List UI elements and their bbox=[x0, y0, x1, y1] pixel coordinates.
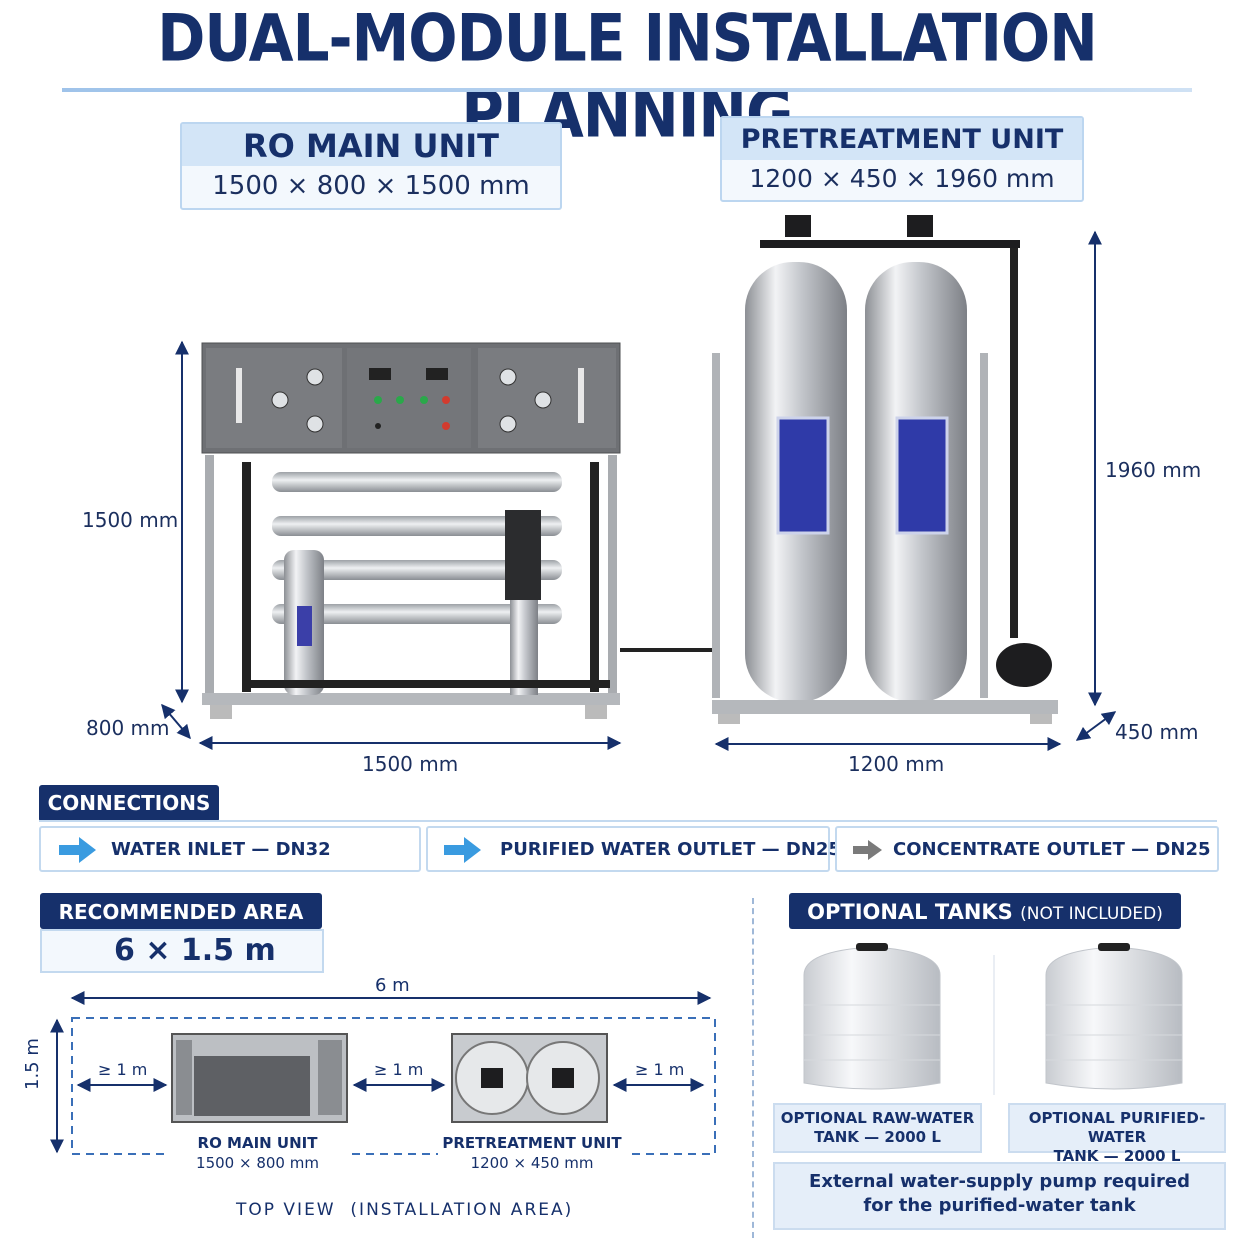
equipment-illustration bbox=[161, 215, 1117, 751]
top-view-ro-dims: 1500 × 800 mm bbox=[196, 1154, 319, 1172]
area-header: RECOMMENDED AREA bbox=[40, 893, 322, 929]
title-divider bbox=[62, 88, 1192, 92]
section-divider bbox=[752, 898, 754, 1238]
pre-depth-label: 450 mm bbox=[1115, 720, 1199, 744]
pretreatment-unit-drawing bbox=[712, 215, 1058, 724]
top-view-ro-name: RO MAIN UNIT bbox=[197, 1134, 318, 1152]
area-value: 6 × 1.5 m bbox=[114, 933, 276, 968]
pump-note: External water-supply pump required for … bbox=[773, 1162, 1226, 1230]
raw-water-tank-icon bbox=[803, 943, 941, 1090]
ro-depth-label: 800 mm bbox=[86, 716, 170, 740]
ro-unit-drawing bbox=[201, 342, 712, 719]
pur-tank-line1: OPTIONAL PURIFIED-WATER bbox=[1028, 1109, 1206, 1146]
connections-header: CONNECTIONS bbox=[39, 785, 219, 822]
area-header-text: RECOMMENDED AREA bbox=[58, 900, 304, 924]
area-value-box: 6 × 1.5 m bbox=[40, 929, 324, 973]
pre-width-label: 1200 mm bbox=[848, 752, 945, 776]
clearance-right: ≥ 1 m bbox=[635, 1060, 685, 1079]
ro-unit-dims: 1500 × 800 × 1500 mm bbox=[212, 171, 530, 201]
outlet-arrow-icon bbox=[444, 837, 481, 863]
raw-water-tank-label: OPTIONAL RAW-WATER TANK — 2000 L bbox=[773, 1103, 982, 1153]
connection-label: CONCENTRATE OUTLET — DN25 bbox=[893, 839, 1211, 860]
top-view-caption: TOP VIEW (INSTALLATION AREA) bbox=[236, 1200, 574, 1220]
ro-unit-name: RO MAIN UNIT bbox=[182, 124, 560, 166]
tanks-header-text: OPTIONAL TANKS bbox=[807, 900, 1013, 924]
pre-unit-name: PRETREATMENT UNIT bbox=[722, 118, 1082, 160]
concentrate-arrow-icon bbox=[853, 840, 882, 860]
top-view-pre-dims: 1200 × 450 mm bbox=[470, 1154, 594, 1172]
top-view-width: 1.5 m bbox=[22, 1038, 43, 1090]
top-view-pre-label: PRETREATMENT UNIT 1200 × 450 mm bbox=[438, 1134, 626, 1172]
connection-purified-outlet: PURIFIED WATER OUTLET — DN25 bbox=[426, 826, 841, 872]
inlet-arrow-icon bbox=[59, 837, 96, 863]
pump-note-line2: for the purified-water tank bbox=[863, 1195, 1136, 1216]
tanks-header-note: (NOT INCLUDED) bbox=[1020, 904, 1163, 924]
connections-rule bbox=[39, 820, 1217, 822]
raw-tank-line1: OPTIONAL RAW-WATER bbox=[780, 1109, 975, 1127]
pre-unit-label: PRETREATMENT UNIT 1200 × 450 × 1960 mm bbox=[720, 116, 1084, 202]
connections-header-text: CONNECTIONS bbox=[47, 791, 211, 815]
tank-illustrations bbox=[803, 943, 1183, 1095]
top-view-ro-label: RO MAIN UNIT 1500 × 800 mm bbox=[165, 1134, 350, 1172]
clearance-middle: ≥ 1 m bbox=[374, 1060, 424, 1079]
connection-water-inlet: WATER INLET — DN32 bbox=[39, 826, 421, 872]
pre-unit-dims: 1200 × 450 × 1960 mm bbox=[749, 164, 1055, 193]
ro-width-label: 1500 mm bbox=[362, 752, 459, 776]
pur-tank-line2: TANK — 2000 L bbox=[1053, 1147, 1181, 1165]
tanks-header: OPTIONAL TANKS (NOT INCLUDED) bbox=[789, 893, 1181, 929]
raw-tank-line2: TANK — 2000 L bbox=[814, 1128, 941, 1146]
connection-label: PURIFIED WATER OUTLET — DN25 bbox=[500, 839, 841, 860]
connection-concentrate-outlet: CONCENTRATE OUTLET — DN25 bbox=[835, 826, 1219, 872]
top-view-diagram bbox=[50, 991, 716, 1155]
clearance-left: ≥ 1 m bbox=[98, 1060, 148, 1079]
ro-unit-label: RO MAIN UNIT 1500 × 800 × 1500 mm bbox=[180, 122, 562, 210]
connection-label: WATER INLET — DN32 bbox=[111, 839, 331, 860]
top-view-length: 6 m bbox=[375, 975, 410, 996]
pump-note-line1: External water-supply pump required bbox=[809, 1171, 1190, 1192]
pre-height-label: 1960 mm bbox=[1105, 458, 1202, 482]
purified-water-tank-icon bbox=[1045, 943, 1183, 1090]
top-view-pre-name: PRETREATMENT UNIT bbox=[442, 1134, 622, 1152]
ro-height-label: 1500 mm bbox=[82, 508, 179, 532]
purified-water-tank-label: OPTIONAL PURIFIED-WATER TANK — 2000 L bbox=[1008, 1103, 1226, 1165]
